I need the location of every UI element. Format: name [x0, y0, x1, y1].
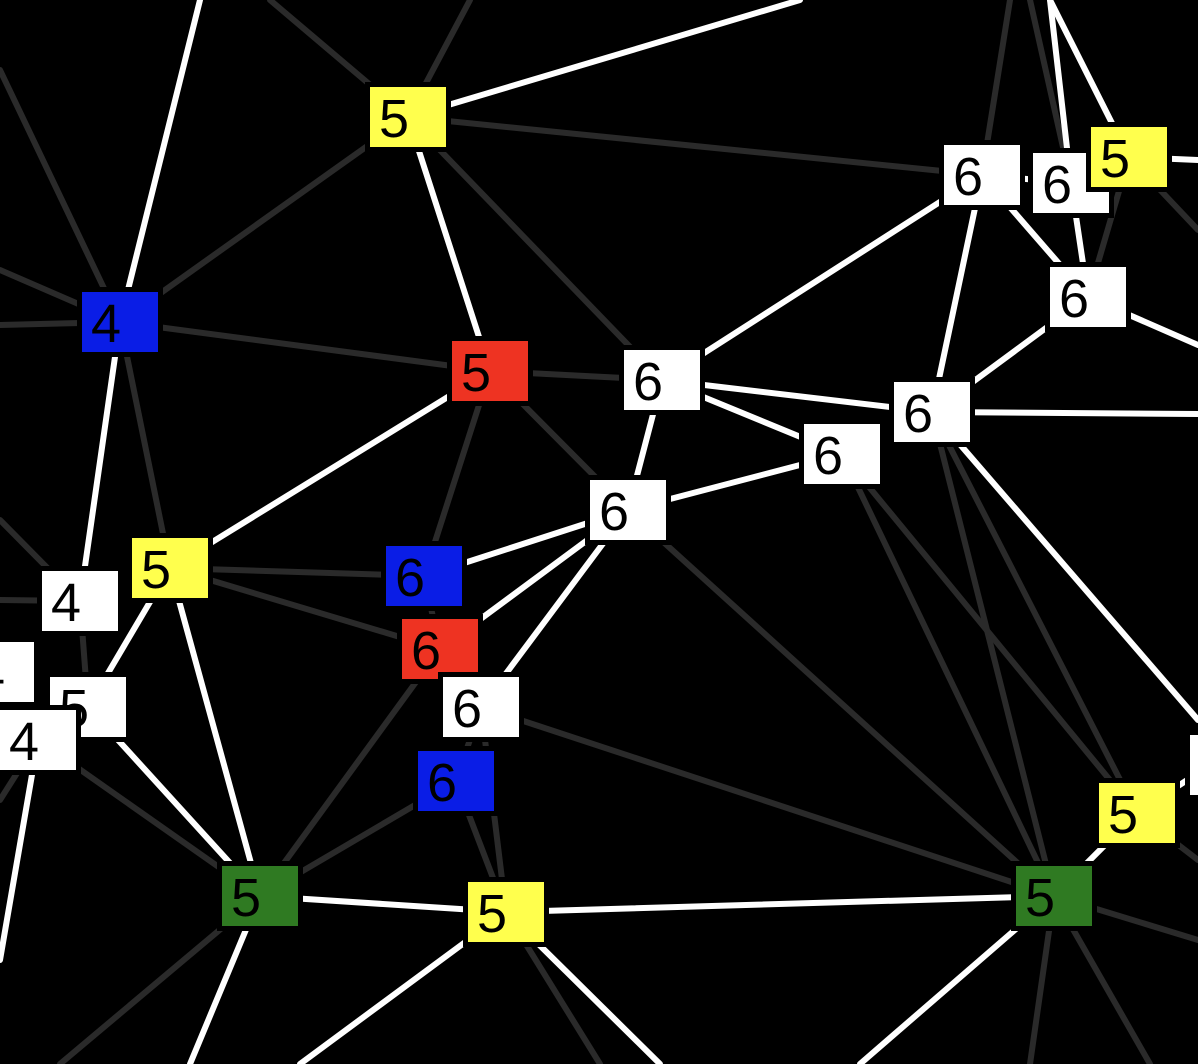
edge-n6red-n5g-left — [257, 646, 443, 899]
node-box — [370, 87, 446, 147]
node-n6h[interactable]: 6 — [438, 672, 524, 742]
edge-n6d-n5g-right — [929, 409, 1057, 899]
node-box — [1099, 783, 1175, 843]
edge-n5r-n5y-left — [167, 368, 493, 571]
node-box — [894, 382, 970, 442]
node-label: 6 — [599, 482, 629, 542]
node-box — [1091, 127, 1167, 187]
edge-n4b-pt0,70 — [0, 67, 123, 325]
node-label: 6 — [1042, 155, 1072, 215]
node-box — [468, 882, 544, 942]
node-label: 6 — [452, 679, 482, 739]
node-label: 4 — [0, 644, 5, 704]
edge-n6a-n6d — [659, 377, 935, 415]
node-box — [624, 350, 700, 410]
edge-n5y-bot-n5g-right — [503, 893, 1057, 915]
node-n5g-left[interactable]: 5 — [217, 861, 303, 931]
node-n6b[interactable]: 6 — [585, 475, 671, 545]
node-label: 6 — [903, 384, 933, 444]
node-nEdgeL[interactable]: 4 — [0, 637, 39, 707]
node-box — [944, 145, 1020, 205]
node-label: 6 — [427, 753, 457, 813]
nodes-layer: 545666666565466665445555 — [0, 82, 1198, 947]
node-n4b[interactable]: 4 — [77, 287, 163, 357]
node-box — [132, 538, 208, 598]
edge-n6d-pt1198,414 — [929, 409, 1198, 417]
node-n5y-left[interactable]: 5 — [127, 533, 213, 603]
node-n6g[interactable]: 6 — [1045, 262, 1131, 332]
node-label: 4 — [9, 712, 39, 772]
edge-n6d-n6e — [929, 172, 985, 415]
node-label: 5 — [1108, 785, 1138, 845]
node-n6d[interactable]: 6 — [889, 377, 975, 447]
node-n5y-tr[interactable]: 5 — [1086, 122, 1172, 192]
node-label: 6 — [633, 352, 663, 412]
node-n6a[interactable]: 6 — [619, 345, 705, 415]
node-box — [443, 677, 519, 737]
node-box — [804, 424, 880, 484]
node-label: 6 — [813, 426, 843, 486]
node-n5y-bot[interactable]: 5 — [463, 877, 549, 947]
node-n6red[interactable]: 6 — [397, 614, 483, 684]
node-box — [1050, 267, 1126, 327]
edge-n6d-n5y-right — [929, 409, 1140, 816]
node-n6blue2[interactable]: 6 — [413, 746, 499, 816]
node-label: 6 — [1059, 269, 1089, 329]
node-label: 4 — [91, 294, 121, 354]
node-label: 5 — [477, 884, 507, 944]
node-n5r[interactable]: 5 — [447, 336, 533, 406]
node-box — [1190, 735, 1198, 795]
edge-n4b-n5r — [117, 319, 493, 374]
edge-n6c-n5g-right — [839, 451, 1057, 899]
edge-n5y-left-n5g-left — [167, 565, 263, 899]
node-box — [0, 642, 34, 702]
node-box — [0, 710, 76, 770]
node-n4w[interactable]: 4 — [37, 566, 123, 636]
edge-n4b-n5y-left — [117, 319, 173, 571]
node-box — [590, 480, 666, 540]
edge-n5y-left-n6red — [167, 565, 443, 652]
node-box — [418, 751, 494, 811]
node-label: 6 — [395, 548, 425, 608]
node-n5y-top[interactable]: 5 — [365, 82, 451, 152]
edge-n5y-top-n6e — [405, 114, 985, 178]
node-label: 4 — [51, 573, 81, 633]
node-box — [402, 619, 478, 679]
node-nEdgeR[interactable] — [1185, 730, 1198, 800]
edge-n6b-n5g-right — [625, 507, 1057, 899]
edge-n6h-n5g-right — [478, 704, 1057, 899]
edge-n5y-top-pt800,0 — [405, 0, 803, 120]
node-n4w2[interactable]: 4 — [0, 705, 81, 775]
node-box — [42, 571, 118, 631]
node-box — [386, 546, 462, 606]
node-label: 5 — [1100, 129, 1130, 189]
node-label: 5 — [461, 343, 491, 403]
edge-n4b-n4w — [77, 319, 123, 604]
node-box — [222, 866, 298, 926]
node-label: 5 — [1025, 868, 1055, 928]
node-box — [82, 292, 158, 352]
node-n6blue1[interactable]: 6 — [381, 541, 467, 611]
node-n5g-right[interactable]: 5 — [1011, 861, 1097, 931]
node-label: 6 — [411, 621, 441, 681]
node-label: 5 — [141, 540, 171, 600]
edge-n5y-top-n6a — [405, 114, 665, 383]
node-n5y-right[interactable]: 5 — [1094, 778, 1180, 848]
edge-n6d-pt1198,720 — [929, 409, 1198, 723]
node-box — [452, 341, 528, 401]
edge-n5y-top-n5r — [405, 114, 493, 374]
node-label: 5 — [231, 868, 261, 928]
node-label: 6 — [953, 147, 983, 207]
node-label: 5 — [379, 89, 409, 149]
node-n6c[interactable]: 6 — [799, 419, 885, 489]
node-n6e[interactable]: 6 — [939, 140, 1025, 210]
node-box — [1016, 866, 1092, 926]
edge-n5y-top-n4b — [117, 114, 411, 325]
edge-n6a-n6e — [659, 172, 985, 383]
edge-n4b-pt200,0 — [117, 0, 203, 325]
edge-n4w2-pt0,960 — [0, 737, 41, 963]
